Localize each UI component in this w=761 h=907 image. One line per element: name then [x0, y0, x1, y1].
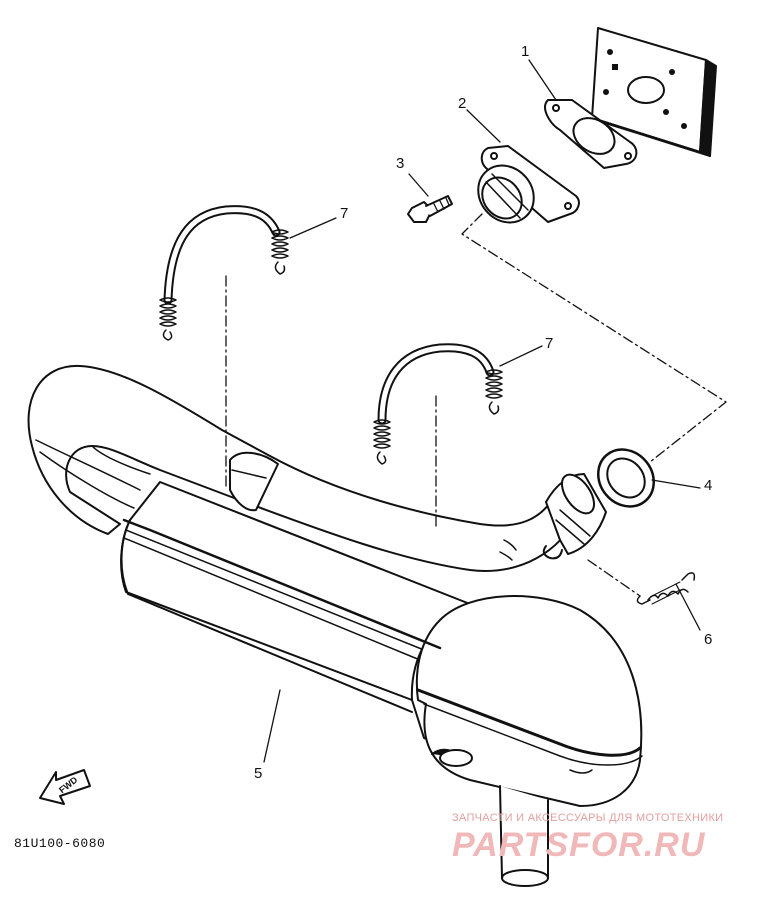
part-7-spring-upper: [159, 205, 289, 341]
callout-3: 3: [396, 155, 405, 172]
callout-6: 6: [704, 631, 713, 648]
callout-1: 1: [521, 43, 530, 60]
drawing-code: 81U100-6080: [14, 836, 106, 851]
callout-2: 2: [458, 95, 467, 112]
part-1-gasket: [544, 99, 638, 169]
part-7-spring-lower: [373, 343, 503, 465]
watermark-logo: PARTSFOR.RU: [452, 826, 706, 864]
callout-5: 5: [254, 765, 263, 782]
callout-7-upper: 7: [340, 205, 349, 222]
part-5-muffler: [120, 481, 643, 887]
part-3-bolt: [407, 195, 453, 223]
part-6-spring: [636, 572, 696, 605]
forward-arrow-icon: [39, 769, 91, 805]
expansion-chamber-pipe: [27, 364, 607, 572]
part-2-joint: [477, 145, 580, 224]
callout-leaders: [263, 59, 701, 763]
watermark-tagline: ЗАПЧАСТИ И АКСЕССУАРЫ ДЛЯ МОТОТЕХНИКИ: [452, 812, 724, 824]
part-4-gasket-ring: [597, 448, 655, 508]
cylinder-flange-block: [591, 27, 717, 157]
callout-4: 4: [704, 477, 713, 494]
callout-7-lower: 7: [545, 335, 554, 352]
assembly-centerlines: [225, 213, 727, 597]
